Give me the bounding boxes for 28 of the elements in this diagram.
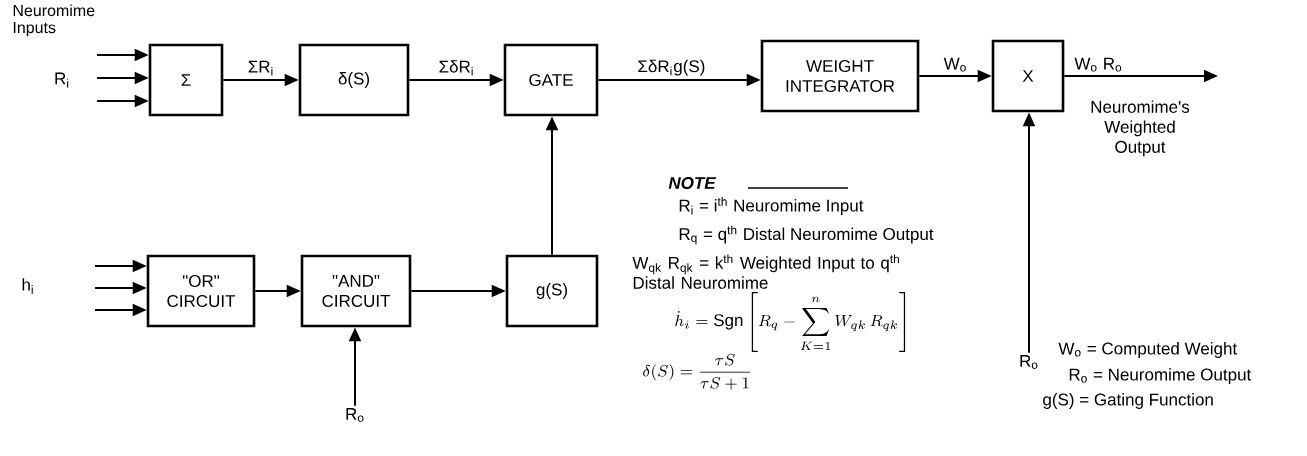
block-box: X: [991, 39, 1065, 113]
block-box: g(S): [505, 254, 599, 328]
note-text: W$_{qk}$ R$_{qk}$ = k$^{th}$ Weighted Input to q$^{th}$ Distal Neuromime: [632, 254, 899, 289]
signal-label: R$_{o}$: [1020, 355, 1038, 369]
edge-label: W$_{o}$ R$_{o}$: [1072, 55, 1125, 74]
legend-text: R$_{o}$ = Neuromime Output: [1069, 368, 1252, 384]
edge-label: ΣR$_{i}$: [245, 58, 277, 78]
block-box: δ(S): [298, 43, 410, 117]
signal-label: R$_{i}$: [55, 72, 69, 88]
input-label: Neuromime Inputs: [13, 4, 95, 37]
edge-label: W$_{o}$: [941, 55, 970, 74]
output-label: Neuromime's Weighted Output: [1091, 100, 1190, 157]
note-text: R$_{q}$ = q$^{th}$ Distal Neuromime Output: [679, 225, 934, 245]
block-box: "OR" CIRCUIT: [146, 254, 256, 328]
formula: $\delta(S) = \frac{\tau S}{\tau S + 1}$: [643, 353, 750, 390]
formula: $\dot{h}_i = \mathrm{Sgn}\left[ R_q - \sum_{K=1}^{n} W_{qk}\, R_{qk} \right]$: [675, 292, 906, 353]
legend-text: W$_{o}$ = Computed Weight: [1058, 342, 1238, 358]
edge-label: ΣδR$_{i}$: [436, 58, 477, 78]
block-box: Σ: [148, 43, 224, 117]
block-box: "AND" CIRCUIT: [300, 254, 412, 328]
edge-label: ΣδR$_{i}$g(S): [635, 57, 708, 78]
note-text: R$_{i}$ = i$^{th}$ Neuromime Input: [679, 197, 864, 215]
note-heading: NOTE: [668, 177, 717, 189]
signal-label: R$_{o}$: [346, 408, 364, 422]
block-box: WEIGHT INTEGRATOR: [760, 39, 920, 113]
signal-label: h$_{i}$: [22, 278, 33, 294]
legend-text: g(S) = Gating Function: [1043, 393, 1213, 409]
block-box: GATE: [503, 43, 599, 117]
